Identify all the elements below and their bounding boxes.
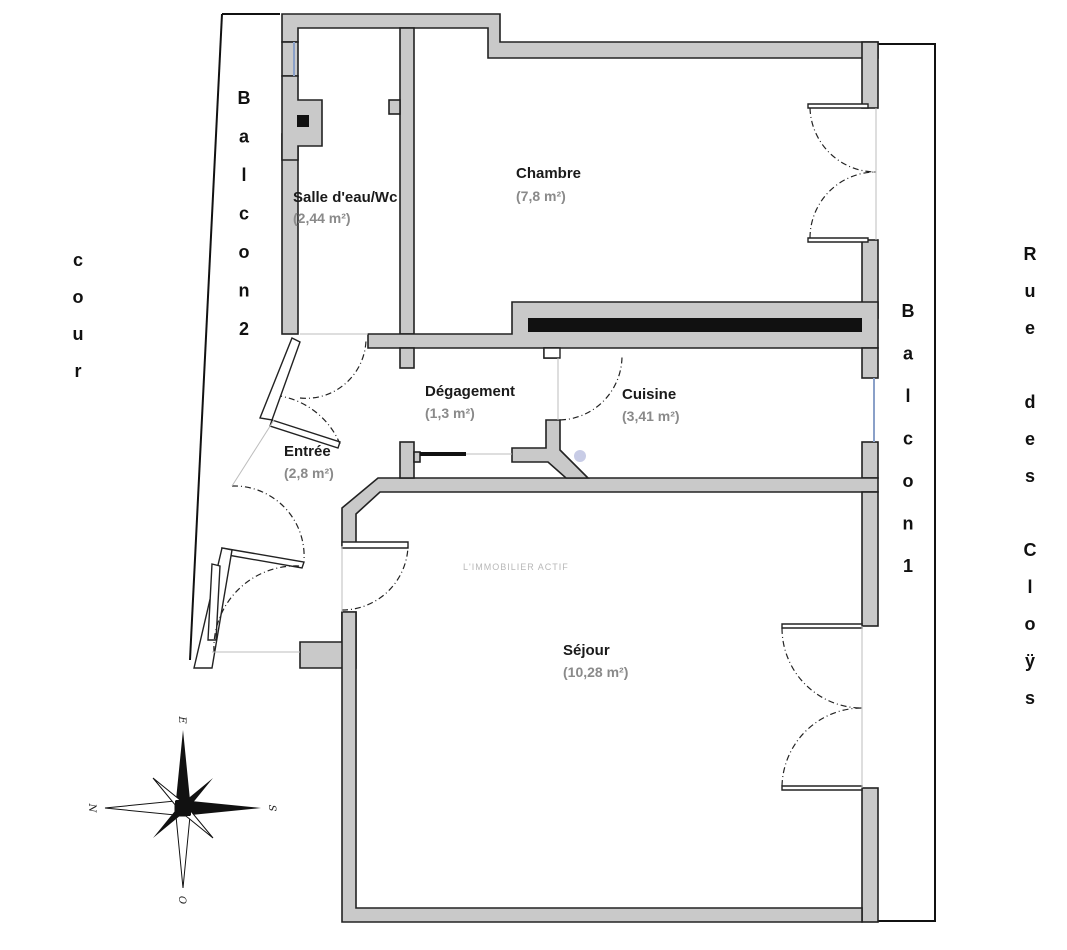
label-rue-char-0: R [1024, 244, 1037, 264]
label-balcon1-char-4: o [903, 471, 914, 491]
room-labels: Salle d'eau/Wc (2,44 m²) Chambre (7,8 m²… [284, 165, 680, 680]
sejour-area: (10,28 m²) [563, 664, 628, 680]
sejour-name: Séjour [563, 642, 610, 659]
compass-north-point [176, 730, 190, 800]
label-balcon2-char-3: c [239, 204, 249, 224]
label-balcon1-char-6: 1 [903, 556, 913, 576]
cuisine-name: Cuisine [622, 386, 676, 403]
salle-eau-name: Salle d'eau/Wc [293, 189, 397, 206]
degagement-name: Dégagement [425, 383, 515, 400]
label-rue-char-1: u [1025, 281, 1036, 301]
label-balcon2-char-2: l [241, 165, 246, 185]
label-balcon1-char-2: l [905, 386, 910, 406]
compass-letter-n: N [86, 803, 97, 814]
label-rue-char-8: C [1024, 540, 1037, 560]
label-balcon2-char-5: n [239, 281, 250, 301]
salle-eau-area: (2,44 m²) [293, 210, 351, 226]
label-rue-char-4: d [1025, 392, 1036, 412]
label-rue-char-11: ÿ [1025, 651, 1035, 671]
label-rue-char-5: e [1025, 429, 1035, 449]
label-rue-char-9: l [1027, 577, 1032, 597]
degagement-area: (1,3 m²) [425, 405, 475, 421]
label-rue-char-6: s [1025, 466, 1035, 486]
label-cour-char-1: o [73, 287, 84, 307]
thin-lines [212, 42, 877, 788]
label-balcon2-char-6: 2 [239, 319, 249, 339]
label-balcon2-char-4: o [239, 242, 250, 262]
compass-letter-o: O [176, 896, 187, 904]
label-rue-char-10: o [1025, 614, 1036, 634]
entree-area: (2,8 m²) [284, 465, 334, 481]
compass-letter-e: E [176, 715, 187, 724]
label-balcon2-char-1: a [239, 127, 250, 147]
label-cour-char-2: u [73, 324, 84, 344]
chambre-area: (7,8 m²) [516, 188, 566, 204]
compass-rose: E O N S [86, 715, 277, 904]
door-swings [213, 107, 877, 787]
entree-name: Entrée [284, 443, 331, 460]
cuisine-area: (3,41 m²) [622, 408, 680, 424]
label-cour-char-0: c [73, 250, 83, 270]
label-cour-char-3: r [74, 361, 81, 381]
label-balcon2-char-0: B [238, 88, 251, 108]
balcony-boundaries [189, 13, 936, 922]
compass-letter-s: S [266, 805, 277, 812]
label-balcon1-char-0: B [902, 301, 915, 321]
watermark: L'IMMOBILIER ACTIF [463, 562, 569, 572]
label-balcon1-char-3: c [903, 429, 913, 449]
label-rue-char-2: e [1025, 318, 1035, 338]
label-rue-char-12: s [1025, 688, 1035, 708]
chambre-name: Chambre [516, 165, 581, 182]
walls [193, 13, 879, 923]
compass-east-point [191, 801, 261, 815]
compass-south-point [175, 815, 191, 889]
compass-west-point [104, 800, 176, 816]
label-balcon1-char-1: a [903, 344, 914, 364]
label-balcon1-char-5: n [903, 514, 914, 534]
